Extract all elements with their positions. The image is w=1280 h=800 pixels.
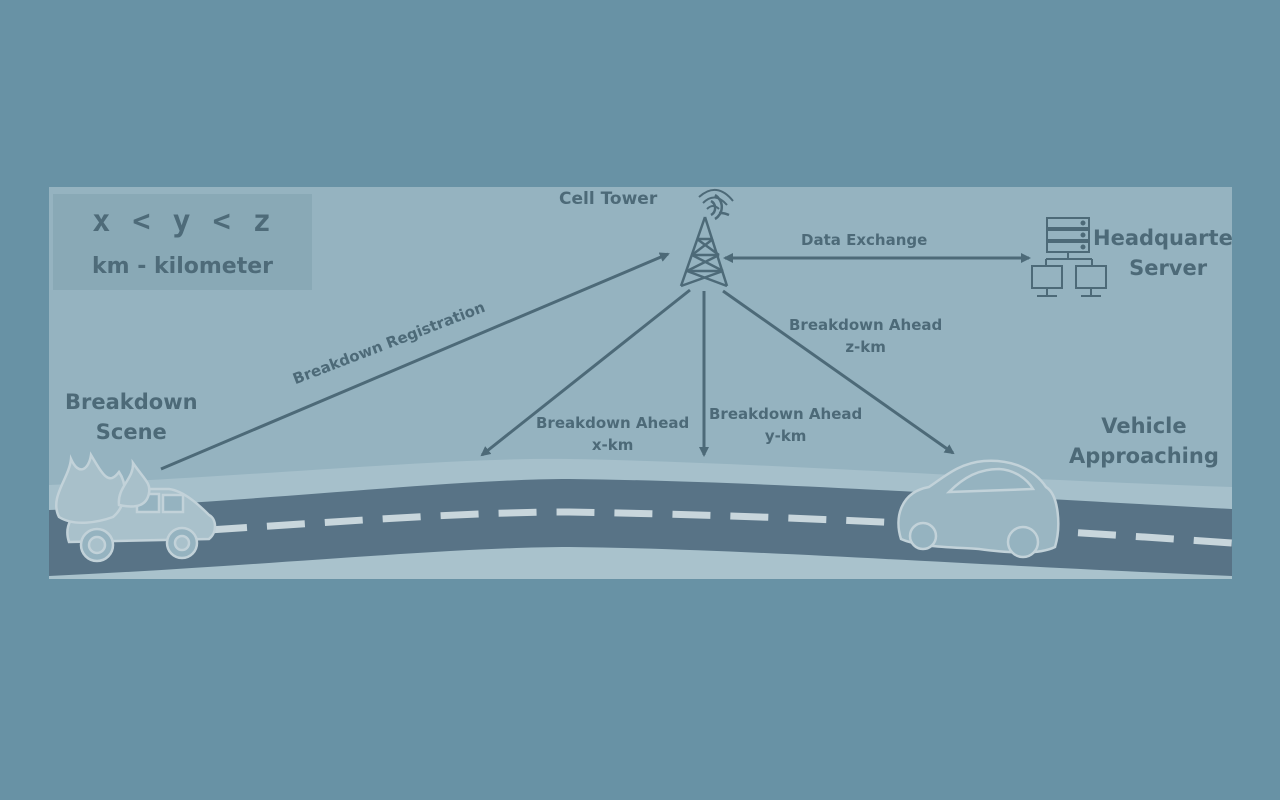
arrow-ahead-z <box>722 289 955 455</box>
ahead-z-line1: Breakdown Ahead <box>789 316 943 334</box>
server-label-line1: Headquarter <box>1093 226 1232 250</box>
computer-icon-left <box>1031 265 1063 297</box>
ahead-y-line1: Breakdown Ahead <box>709 405 863 423</box>
server-icon <box>1045 217 1093 265</box>
approaching-car-icon <box>897 459 1060 559</box>
ahead-x-line2: x-km <box>591 435 634 454</box>
signal-waves-icon <box>698 189 734 210</box>
cell-tower-icon <box>679 193 730 288</box>
ahead-y-label: Breakdown Ahead y-km <box>709 404 862 448</box>
ahead-x-label: Breakdown Ahead x-km <box>536 413 689 457</box>
vehicle-approaching-line1: Vehicle <box>1101 414 1187 438</box>
legend-relation: x < y < z <box>92 204 273 239</box>
diagram-panel: x < y < z km - kilometer Cell Tower Head… <box>49 187 1232 579</box>
ahead-z-line2: z-km <box>845 337 886 356</box>
legend-unit-note: km - kilometer <box>92 254 273 279</box>
legend-box: x < y < z km - kilometer <box>53 194 312 290</box>
server-label: Headquarter Server <box>1093 223 1232 284</box>
arrow-ahead-x <box>480 288 691 457</box>
lane-markings <box>208 508 1232 547</box>
breakdown-scene-line2: Scene <box>95 420 167 445</box>
vehicle-approaching-label: Vehicle Approaching <box>1069 411 1219 472</box>
cell-tower-label: Cell Tower <box>559 189 658 209</box>
vehicle-approaching-line2: Approaching <box>1069 444 1219 469</box>
server-label-line2: Server <box>1129 256 1208 281</box>
computer-icon-right <box>1075 265 1107 297</box>
breakdown-scene-line1: Breakdown <box>65 390 198 414</box>
diagram-canvas <box>49 189 1232 579</box>
arrow-registration <box>160 252 670 471</box>
data-exchange-label: Data Exchange <box>801 231 928 249</box>
fire-icon <box>55 451 151 524</box>
ahead-x-line1: Breakdown Ahead <box>536 414 690 432</box>
ahead-y-line2: y-km <box>764 426 807 445</box>
breakdown-scene-label: Breakdown Scene <box>65 387 198 448</box>
ahead-z-label: Breakdown Ahead z-km <box>789 315 942 359</box>
